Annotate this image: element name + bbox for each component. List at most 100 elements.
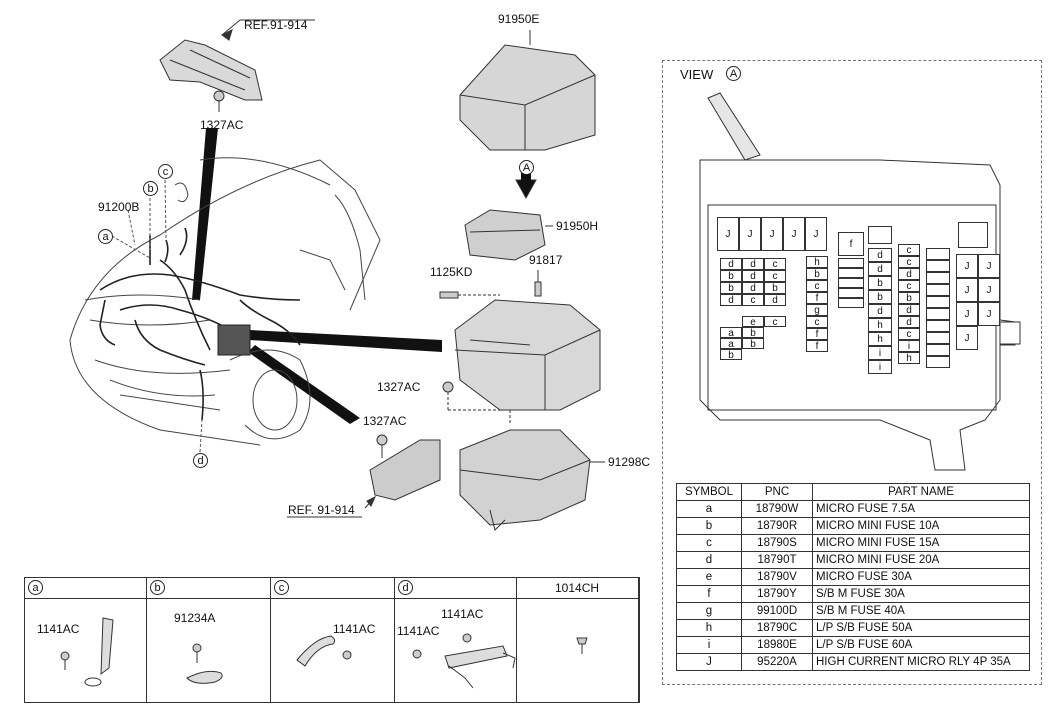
symbol-cell: e [676,568,742,586]
part-91200B-label: 91200B [98,200,140,214]
symbol-cell: d [676,551,742,569]
leader-bar-2 [250,330,442,352]
symbol-cell: g [676,602,742,620]
fuse-slot [958,222,988,248]
part-1327AC-lower-label: 1327AC [363,414,407,428]
fuse-slot: h [898,352,920,364]
fuse-slot [838,288,864,298]
symbol-cell: J [676,653,742,671]
upper-bracket-drawing [159,19,315,101]
symbol-cell: i [676,636,742,654]
fuse-slot: d [898,304,920,316]
part-91817-label: 91817 [529,253,563,267]
pnc-cell: 18790W [741,500,813,518]
fuse-slot: c [898,244,920,256]
fuse-slot: c [898,280,920,292]
fuse-slot: b [720,282,742,294]
leader-bar-3 [248,345,360,424]
part-name-cell: L/P S/B FUSE 50A [812,619,1030,637]
fuse-slot [926,356,950,368]
fuse-slot [838,298,864,308]
fuse-slot: d [868,304,892,318]
part-name-cell: HIGH CURRENT MICRO RLY 4P 35A [812,653,1030,671]
fuse-slot: b [806,268,828,280]
part-91298C-label: 91298C [608,455,651,469]
fuse-slot: f [806,340,828,352]
detail-drawings [60,617,588,689]
fuse-slot [926,260,950,272]
fuse-slot: d [720,258,742,270]
detail-parts-table: a 1141AC b 91234A c 1141AC d 1141AC 1141… [24,577,640,703]
part-1327AC-upper-label: 1327AC [200,118,244,132]
symbol-cell: f [676,585,742,603]
fuse-slot: h [868,318,892,332]
fuse-slot [926,344,950,356]
fuse-slot: d [742,282,764,294]
fuse-slot: J [956,254,978,278]
detail-a-part-label: 1141AC [37,622,80,636]
bolt-1125KD-drawing [439,291,500,299]
fuse-slot: d [742,258,764,270]
lower-bracket-drawing [287,434,441,518]
detail-letter-c: c [274,580,289,595]
part-91950E-label: 91950E [498,12,540,26]
nut-drawing [213,90,225,102]
fuse-slot: d [898,316,920,328]
fuse-slot [926,248,950,260]
part-name-cell: L/P S/B FUSE 60A [812,636,1030,654]
fuse-slot: J [805,217,827,251]
wiring-harness-drawing [99,227,301,421]
fuse-slot: d [720,294,742,306]
fuse-slot [926,332,950,344]
fuse-slot [926,308,950,320]
detail-b-part-label: 91234A [174,611,216,625]
detail-cell-b: b 91234A [147,578,271,702]
fuse-slot: i [868,346,892,360]
fuse-slot: h [806,256,828,268]
fuse-slot: c [898,328,920,340]
fuse-slot: f [838,232,864,256]
pnc-cell: 18790R [741,517,813,535]
relay-block-drawing [464,209,553,261]
symbol-cell: b [676,517,742,535]
symbol-cell: h [676,619,742,637]
fuse-slot: f [806,292,828,304]
fuse-slot: J [956,326,978,350]
view-arrow-callout: A [519,160,534,175]
fuse-box-upper-cover-drawing [459,30,596,151]
fuse-slot: J [739,217,761,251]
fuse-slot [926,272,950,284]
symbol-cell: a [676,500,742,518]
header-part-name: PART NAME [812,483,1030,501]
fuse-slot: b [720,270,742,282]
symbol-cell: c [676,534,742,552]
pnc-cell: 18790V [741,568,813,586]
pnc-cell: 18790C [741,619,813,637]
detail-d-part-label-2: 1141AC [397,624,440,638]
fuse-box-on-vehicle [217,324,251,356]
pnc-cell: 18790S [741,534,813,552]
ref-upper-label: REF.91-914 [244,18,308,32]
fuse-slot: d [868,248,892,262]
part-name-cell: MICRO FUSE 30A [812,568,1030,586]
part-name-cell: MICRO MINI FUSE 15A [812,534,1030,552]
fuse-slot: e [742,316,764,328]
fuse-slot: c [742,294,764,306]
header-pnc: PNC [741,483,813,501]
nut-mid-drawing [442,381,454,393]
part-91817-drawing [534,270,542,297]
fuse-slot: f [806,328,828,340]
view-arrow [515,179,537,200]
pnc-cell: 95220A [741,653,813,671]
fuse-slot: i [898,340,920,352]
view-letter: A [726,66,741,81]
fuse-slot: c [898,256,920,268]
